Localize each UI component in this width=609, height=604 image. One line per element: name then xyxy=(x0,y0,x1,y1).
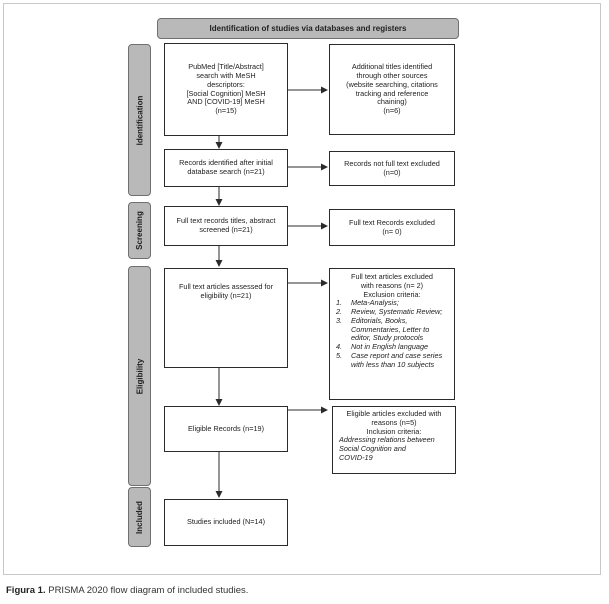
box-line: descriptors: xyxy=(207,79,245,89)
box-line: Records not full text excluded xyxy=(344,158,440,168)
box-line: Full text articles excluded xyxy=(351,272,433,281)
stage-screening: Screening xyxy=(128,202,151,259)
box-line: Full text Records excluded xyxy=(349,217,435,227)
box-line: (n= 0) xyxy=(382,226,402,236)
box-line: with reasons (n= 2) xyxy=(360,280,424,290)
exclusion-criterion: 4. Not in English language xyxy=(336,342,448,352)
box-pubmed-search: PubMed [Title/Abstract] search with MeSH… xyxy=(164,43,288,136)
box-line: chaining) xyxy=(377,97,407,107)
figure-caption: Figura 1. PRISMA 2020 flow diagram of in… xyxy=(6,585,248,596)
figure-frame xyxy=(3,3,601,575)
box-line: Eligible articles excluded with xyxy=(346,409,442,418)
criterion-text: Editorials, Books, Commentaries, Letter … xyxy=(351,315,430,343)
box-studies-included: Studies included (N=14) xyxy=(164,499,288,546)
caption-label: Figura 1. xyxy=(6,585,46,596)
header-identification-of-studies: Identification of studies via databases … xyxy=(157,18,459,39)
stage-identification-label: Identification xyxy=(135,95,144,145)
box-line: (n=6) xyxy=(383,106,401,115)
criterion-text: Review, Systematic Review; xyxy=(351,307,443,316)
stage-identification: Identification xyxy=(128,44,151,196)
exclusion-criterion: 3. Editorials, Books, Commentaries, Lette… xyxy=(336,315,448,343)
box-line: Studies included (N=14) xyxy=(186,517,266,527)
box-line: Social Cognition and xyxy=(339,444,406,453)
box-line: reasons (n=5) xyxy=(371,417,417,427)
box-additional-titles: Additional titles identified through oth… xyxy=(329,44,455,135)
box-line: Records identified after initial xyxy=(179,158,273,168)
inclusion-criteria: Addressing relations between Social Cogn… xyxy=(339,435,449,462)
box-line: (n=0) xyxy=(383,167,401,177)
box-line: COVID-19 xyxy=(339,452,373,462)
exclusion-criterion: 1. Meta-Analysis; xyxy=(336,298,448,308)
box-eligible-records: Eligible Records (n=19) xyxy=(164,406,288,452)
box-excluded-with-reasons: Full text articles excluded with reasons… xyxy=(329,268,455,400)
stage-eligibility-label: Eligibility xyxy=(135,358,144,394)
box-full-text-excluded: Full text Records excluded (n= 0) xyxy=(329,209,455,246)
box-line: Full text records titles, abstract xyxy=(176,216,276,226)
box-line: Full text articles assessed for xyxy=(178,282,274,291)
stage-eligibility: Eligibility xyxy=(128,266,151,486)
box-full-text-screened: Full text records titles, abstract scree… xyxy=(164,206,288,246)
stage-included-label: Included xyxy=(135,500,145,534)
stage-screening-label: Screening xyxy=(135,211,144,250)
criterion-text: Case report and case series with less th… xyxy=(351,350,443,369)
box-line: through other sources xyxy=(356,71,428,80)
box-line: database search (n=21) xyxy=(187,167,265,176)
criterion-text: Not in English language xyxy=(351,342,429,351)
box-assessed-eligibility: Full text articles assessed for eligibil… xyxy=(164,268,288,368)
box-line: eligibility (n=21) xyxy=(200,290,252,300)
box-records-not-full-text: Records not full text excluded (n=0) xyxy=(329,151,455,186)
box-eligible-excluded: Eligible articles excluded with reasons … xyxy=(332,406,456,474)
criterion-number: 3. xyxy=(336,315,343,325)
box-line: Eligible Records (n=19) xyxy=(187,423,265,433)
box-line: Addressing relations between xyxy=(339,435,435,445)
box-line: AND [COVID-19] MeSH xyxy=(187,97,265,107)
criterion-number: 2. xyxy=(336,307,343,316)
box-line: PubMed [Title/Abstract] xyxy=(188,62,264,72)
exclusion-criterion: 5. Case report and case series with less … xyxy=(336,350,448,370)
exclusion-criterion: 2. Review, Systematic Review; xyxy=(336,307,448,317)
box-line: Exclusion criteria: xyxy=(363,289,421,299)
caption-text: PRISMA 2020 flow diagram of included stu… xyxy=(48,585,249,596)
box-line: search with MeSH xyxy=(196,71,256,80)
box-line: Additional titles identified xyxy=(351,62,433,72)
box-line: [Social Cognition] MeSH xyxy=(186,88,266,98)
criterion-number: 5. xyxy=(336,350,343,360)
box-line: (website searching, citations xyxy=(346,79,438,89)
box-line: (n=15) xyxy=(215,106,237,115)
box-records-identified: Records identified after initial databas… xyxy=(164,149,288,187)
box-line: tracking and reference xyxy=(355,88,429,98)
box-line: Inclusion criteria: xyxy=(366,426,422,436)
criterion-text: Meta-Analysis; xyxy=(351,298,399,308)
exclusion-criteria-list: 1. Meta-Analysis; 2. Review, Systematic Re… xyxy=(336,298,448,370)
box-line: screened (n=21) xyxy=(199,225,253,234)
criterion-number: 4. xyxy=(336,342,343,351)
criterion-number: 1. xyxy=(336,298,343,308)
stage-included: Included xyxy=(128,487,151,547)
